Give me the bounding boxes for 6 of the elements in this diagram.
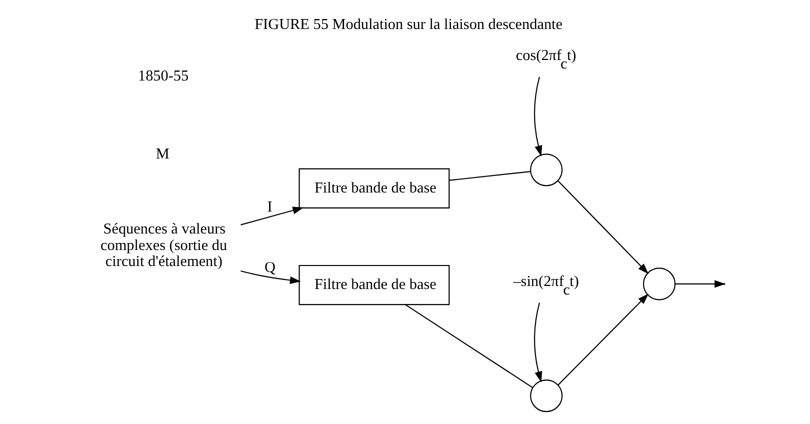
edge-label: I — [267, 198, 272, 216]
diagram-title: FIGURE 55 Modulation sur la liaison descendante — [254, 16, 563, 33]
label: 1850-55 — [138, 68, 189, 85]
node-text: Séquences à valeurs complexes (sortie du circuit d'étalement) — [100, 220, 228, 270]
edge-label: Q — [264, 259, 276, 276]
label: M — [156, 146, 170, 163]
